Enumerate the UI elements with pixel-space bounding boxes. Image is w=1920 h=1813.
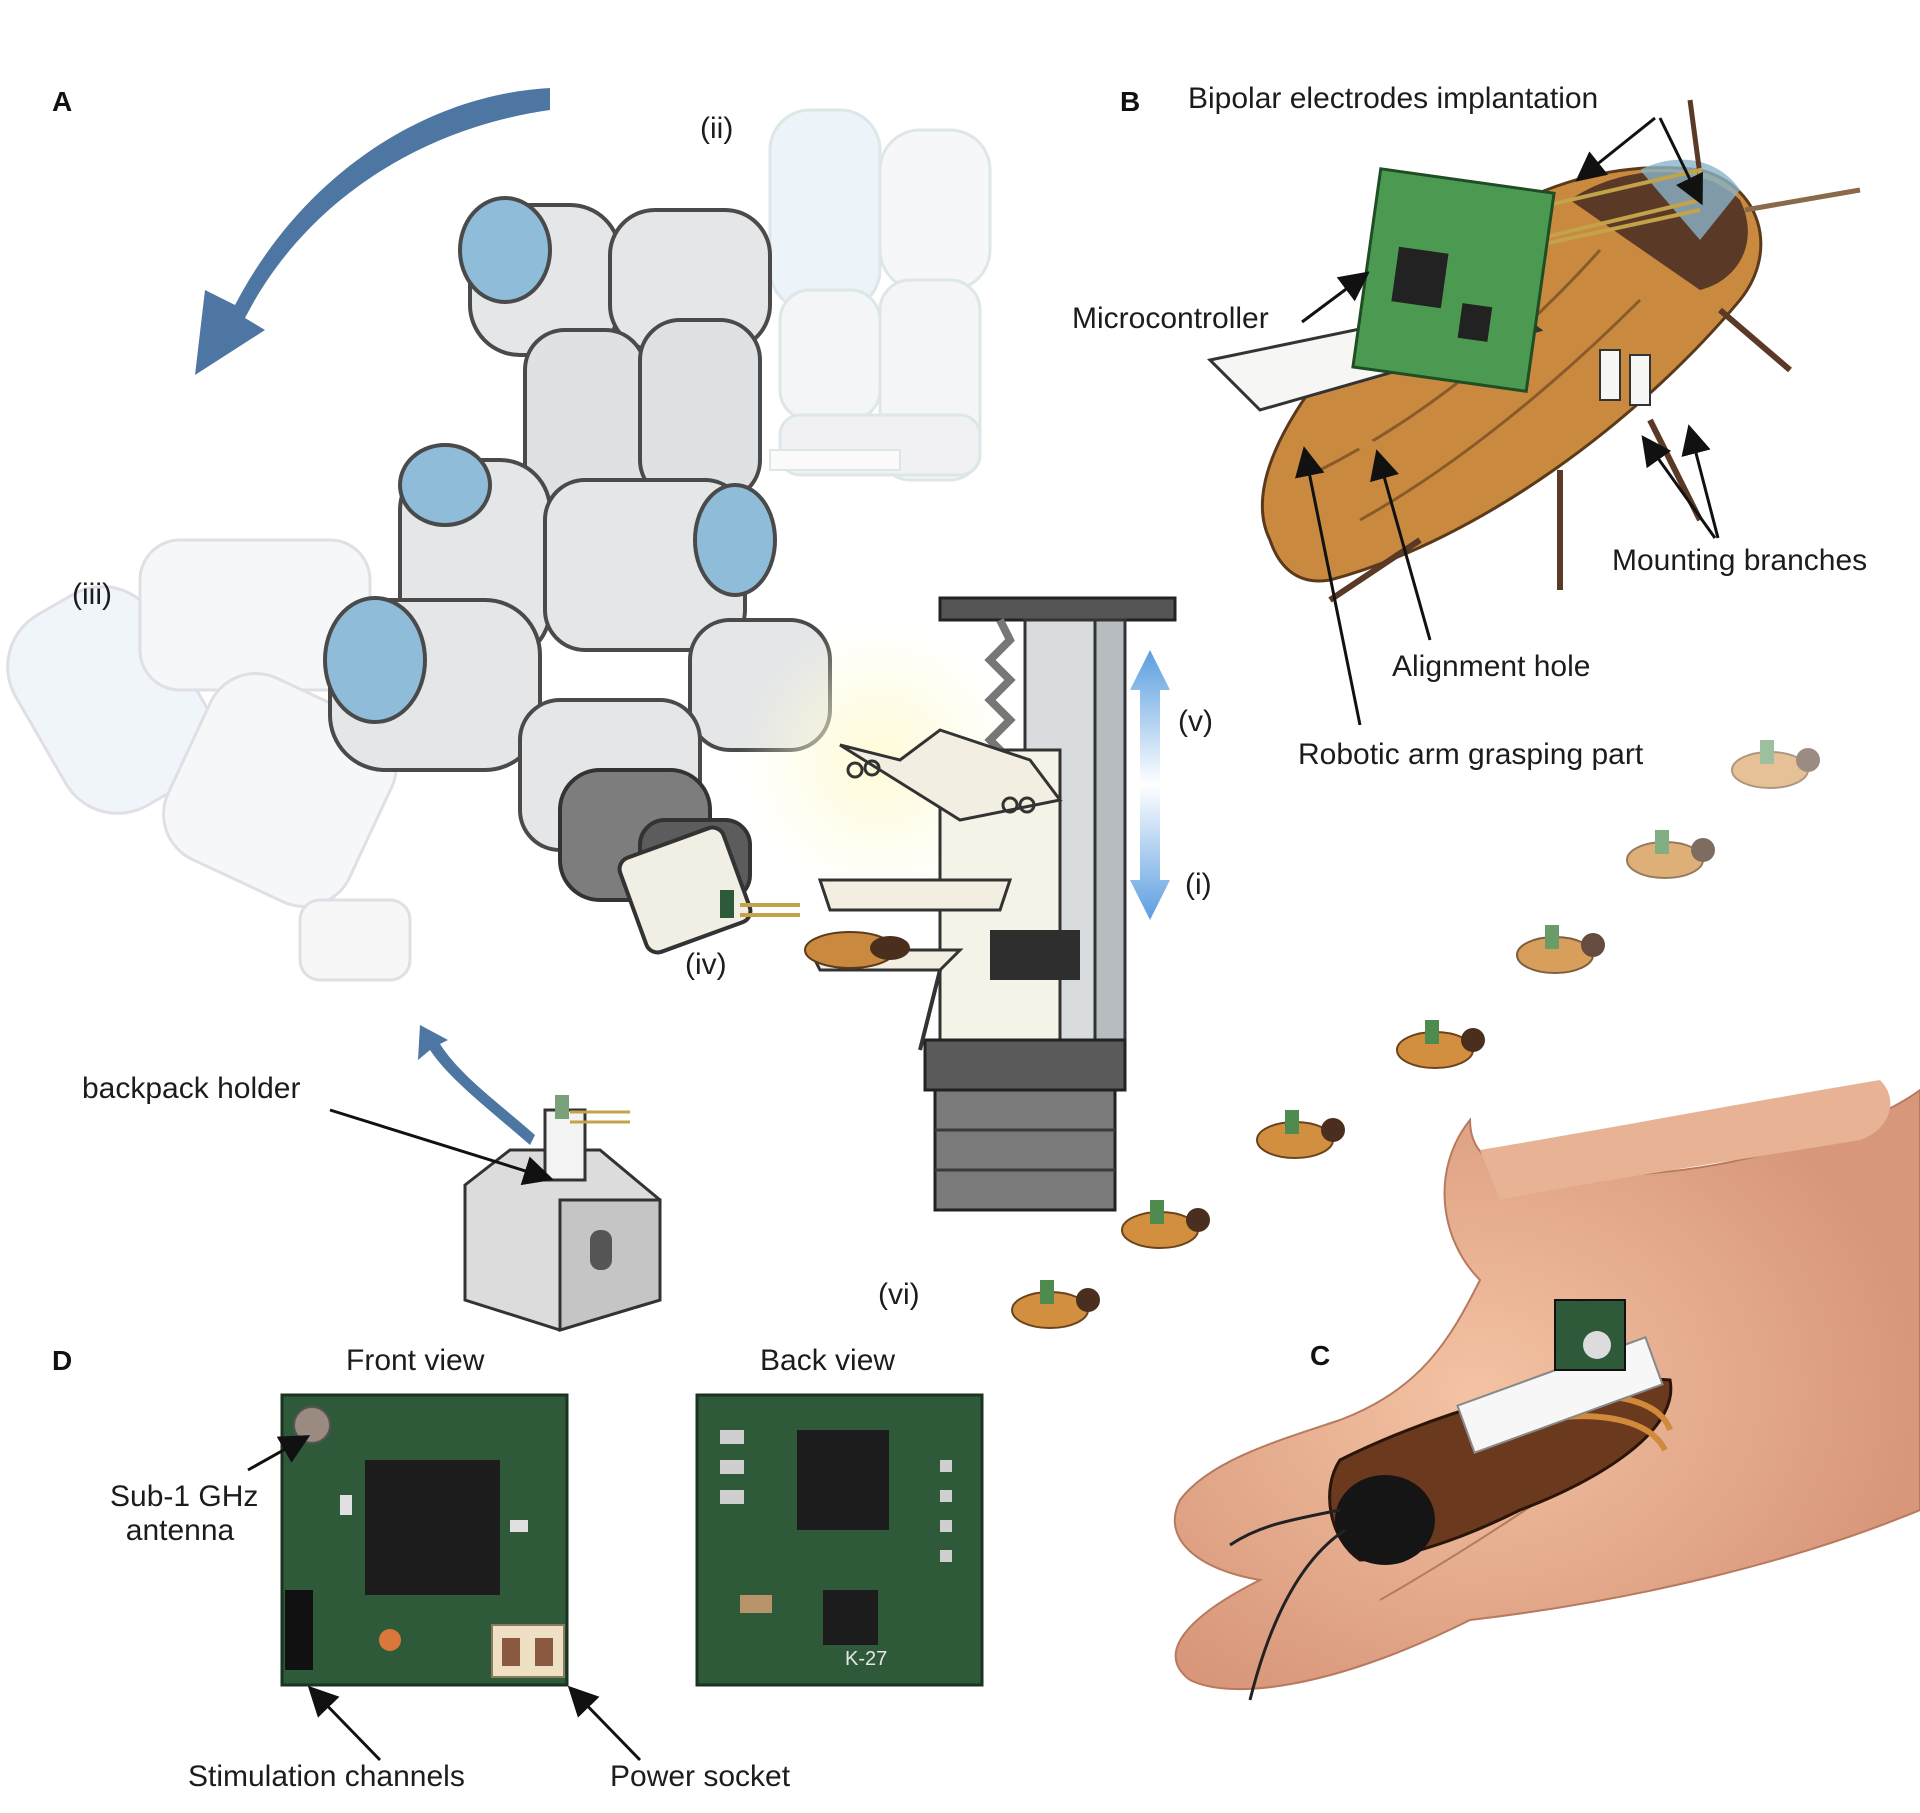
microcontroller-pointer (1301, 271, 1370, 324)
microcontroller-label: Microcontroller (1072, 302, 1269, 335)
antenna-label: Sub-1 GHz antenna (110, 1480, 259, 1548)
cockroach-on-stage (804, 931, 910, 969)
electrode-pointer-2 (1658, 117, 1703, 206)
backpack-holder (463, 1095, 662, 1333)
board-marking: K-27 (845, 1648, 888, 1670)
alignment-hole-label: Alignment hole (1392, 650, 1591, 683)
backpack-holder-pointer (329, 1108, 554, 1186)
vertical-motion-arrow (1130, 650, 1170, 920)
front-view-label: Front view (346, 1344, 485, 1377)
power-socket-label: Power socket (610, 1760, 791, 1793)
panel-label-c: C (1310, 1340, 1331, 1371)
hand-with-cyborg-cockroach (1173, 1080, 1920, 1701)
linear-stage (807, 596, 1177, 1212)
robot-arm-main (323, 196, 832, 955)
panel-label-b: B (1120, 86, 1141, 117)
mounting-pointer-2 (1681, 424, 1720, 539)
grasping-pointer (1295, 446, 1362, 726)
stage-i-label: (i) (1185, 868, 1212, 901)
electrode-pointer-1 (1575, 116, 1656, 182)
stimulation-channels-label: Stimulation channels (188, 1760, 465, 1793)
power-pointer (567, 1685, 642, 1762)
mounting-branches-label: Mounting branches (1612, 544, 1868, 577)
stage-ii-label: (ii) (700, 112, 734, 145)
pcb-back (695, 1393, 984, 1687)
rotation-arrow (195, 88, 550, 375)
panel-label-a: A (52, 86, 73, 117)
stage-iii-label: (iii) (72, 578, 112, 611)
cockroach-with-backpack (1206, 99, 1861, 603)
panel-label-d: D (52, 1345, 73, 1376)
backpack-holder-label: backpack holder (82, 1072, 301, 1105)
electrodes-label: Bipolar electrodes implantation (1188, 82, 1599, 115)
grasping-part-label: Robotic arm grasping part (1298, 738, 1644, 771)
antenna-label-line1: Sub-1 GHz (110, 1480, 259, 1513)
stimulation-pointer (307, 1685, 382, 1762)
stage-v-label: (v) (1178, 705, 1213, 738)
pcb-front (280, 1393, 569, 1687)
stage-iv-label: (iv) (685, 948, 727, 981)
antenna-label-line2: antenna (125, 1514, 235, 1547)
back-view-label: Back view (760, 1344, 896, 1377)
mounting-pointer-1 (1641, 435, 1717, 539)
stage-vi-label: (vi) (878, 1278, 920, 1311)
robot-arm-pose-ii (768, 108, 992, 482)
antenna-pointer (247, 1435, 311, 1472)
cockroach-sequence (1011, 740, 1820, 1329)
alignment-pointer (1370, 449, 1432, 641)
backpack-transfer-arrow (418, 1025, 535, 1145)
